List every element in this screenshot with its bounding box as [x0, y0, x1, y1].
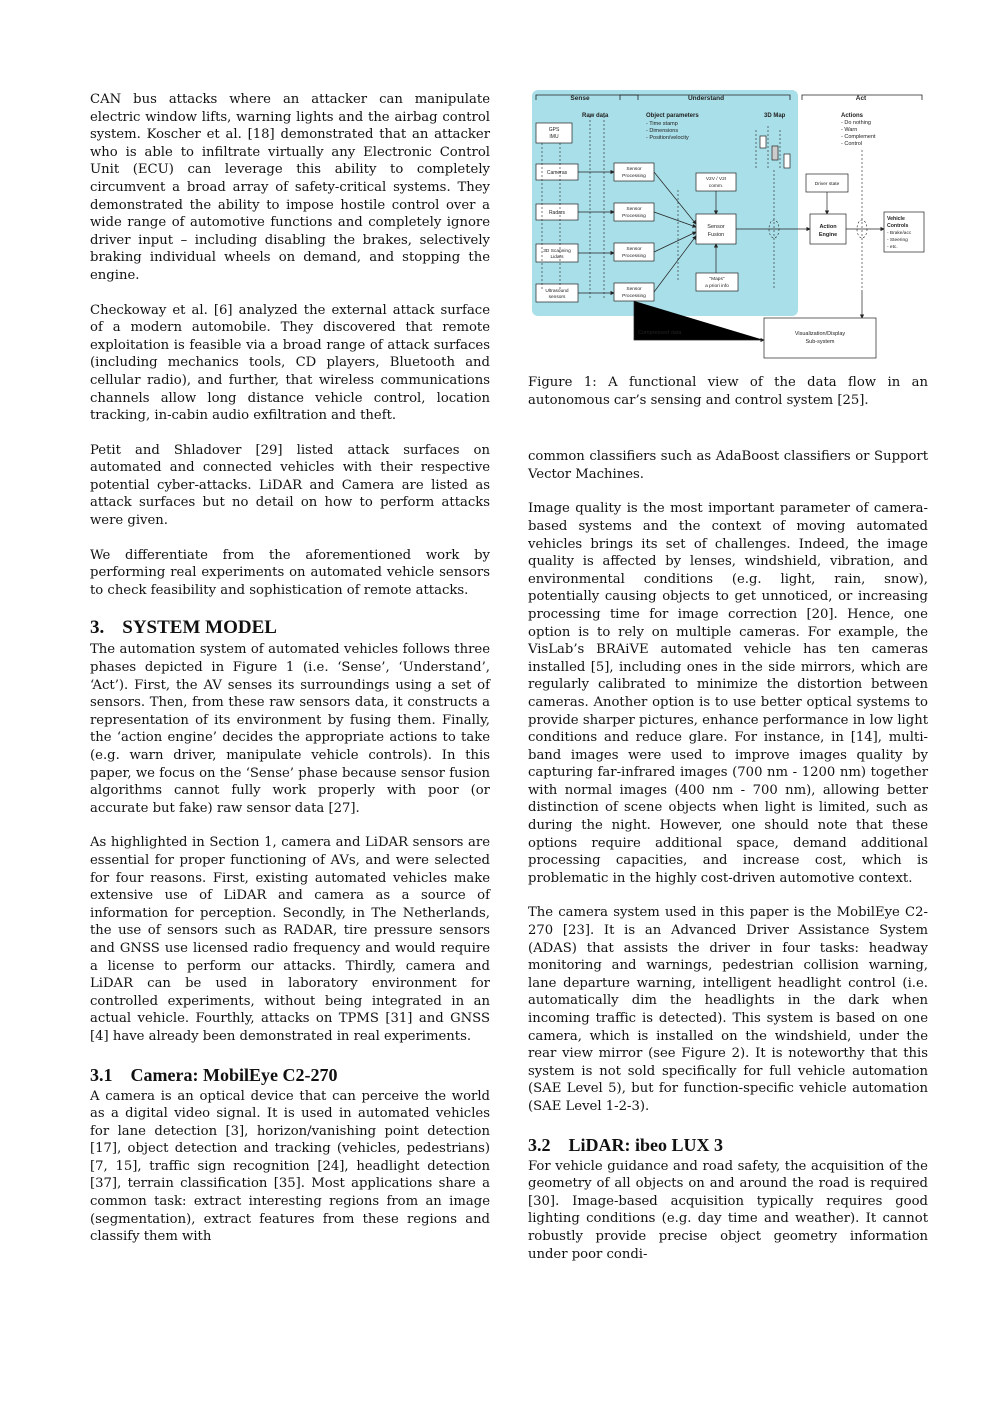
- vehicle-control-item: - Brake/acc: [887, 230, 912, 236]
- subsection-number: 3.2: [528, 1134, 551, 1155]
- figure-caption: Figure 1: A functional view of the data …: [528, 375, 928, 408]
- paragraph: As highlighted in Section 1, camera and …: [90, 835, 490, 1044]
- object-parameter-item: - Position/velocity: [646, 135, 689, 141]
- sense-understand-panel: [532, 90, 798, 316]
- object-parameter-item: - Time stamp: [646, 121, 678, 127]
- subsection-heading-lidar: 3.2 LiDAR: ibeo LUX 3: [528, 1134, 928, 1156]
- lidars-label: 3D Scanning: [543, 248, 571, 254]
- sense-bracket: [535, 94, 639, 100]
- paragraph: Image quality is the most important para…: [528, 501, 928, 886]
- map-glyph: [759, 135, 767, 149]
- arrow: [653, 211, 697, 228]
- vehicle-controls-box: [883, 211, 925, 253]
- paragraph: A camera is an optical device that can p…: [90, 1088, 490, 1245]
- sensor-processing-label: Processing: [622, 213, 646, 219]
- cameras-label: Cameras: [547, 170, 568, 176]
- sensor-fusion-label: Sensor: [707, 224, 725, 230]
- caption-spacer: [528, 409, 928, 448]
- paragraph: Checkoway et al. [6] analyzed the extern…: [90, 302, 490, 424]
- subsection-title: Camera: MobilEye C2-270: [130, 1064, 338, 1085]
- paragraph: We differentiate from the aforementioned…: [90, 547, 490, 598]
- maps-label: a priori info: [705, 283, 729, 289]
- gps-imu-box: [535, 122, 573, 144]
- 3d-map-label: 3D Map: [764, 113, 786, 119]
- paragraph: The automation system of automated vehic…: [90, 642, 490, 816]
- compressed-data-label: Compressed data: [638, 330, 682, 336]
- action-item: - Control: [841, 141, 862, 147]
- lidars-label: Lidars: [550, 254, 564, 260]
- gps-imu-label: GPS: [549, 127, 560, 133]
- vehicle-controls-title: Controls: [887, 223, 908, 229]
- object-parameter-item: - Dimensions: [646, 128, 678, 134]
- sensor-processing-label: Sensor: [626, 246, 642, 252]
- radars-label: Radars: [549, 210, 566, 216]
- subsection-title: LiDAR: ibeo LUX 3: [568, 1134, 724, 1155]
- ultrasound-label: Ultrasound: [545, 288, 569, 294]
- right-column: Sense Understand Act Raw data Object par…: [528, 90, 928, 1280]
- raw-data-label: Raw data: [582, 113, 609, 119]
- actions-title: Actions: [841, 113, 864, 119]
- ultrasound-label: sensors: [549, 294, 566, 300]
- phase-understand-label: Understand: [688, 95, 724, 102]
- arrow: [653, 231, 697, 253]
- visualization-box: [763, 317, 877, 359]
- sensor-processing-label: Processing: [622, 293, 646, 299]
- paragraph: CAN bus attacks where an attacker can ma…: [90, 92, 490, 283]
- visualization-label: Sub-system: [805, 339, 834, 345]
- figure-1-diagram: Sense Understand Act Raw data Object par…: [528, 90, 928, 360]
- arrow: [653, 235, 697, 293]
- phase-act-label: Act: [856, 95, 867, 102]
- section-number: 3.: [90, 617, 105, 639]
- left-column: CAN bus attacks where an attacker can ma…: [90, 91, 490, 1263]
- v2v-label: V2V / V2I: [706, 176, 726, 182]
- paragraph: For vehicle guidance and road safety, th…: [528, 1158, 928, 1262]
- vehicle-control-item: - etc.: [887, 244, 898, 250]
- vehicle-controls-title: Vehicle: [887, 216, 905, 222]
- visualization-label: Visualization/Display: [795, 331, 846, 337]
- gps-imu-label: IMU: [549, 134, 559, 140]
- sensor-processing-label: Sensor: [626, 166, 642, 172]
- action-item: - Warn: [841, 127, 857, 133]
- section-title: SYSTEM MODEL: [122, 617, 277, 639]
- vehicle-control-item: - Steering: [887, 237, 908, 243]
- map-glyph: [783, 153, 791, 169]
- action-item: - Do nothing: [841, 120, 871, 126]
- subsection-heading-camera: 3.1 Camera: MobilEye C2-270: [90, 1064, 490, 1086]
- paragraph: Petit and Shladover [29] listed attack s…: [90, 442, 490, 529]
- object-parameters-title: Object parameters: [646, 113, 699, 119]
- maps-box: [695, 272, 739, 292]
- sensor-processing-label: Sensor: [626, 206, 642, 212]
- arrow: [633, 301, 765, 343]
- v2v-label: comm.: [709, 184, 723, 189]
- data-flow-diagram: Sense Understand Act Raw data Object par…: [532, 90, 925, 359]
- action-engine-label: Engine: [819, 232, 837, 238]
- driver-state-label: Driver state: [815, 181, 840, 187]
- action-engine-label: Action: [819, 224, 837, 230]
- sensor-fusion-label: Fusion: [708, 232, 725, 238]
- action-item: - Complement: [841, 134, 876, 140]
- paragraph: common classifiers such as AdaBoost clas…: [528, 449, 928, 482]
- sensor-processing-label: Processing: [622, 253, 646, 259]
- understand-bracket: [619, 94, 791, 100]
- sensor-processing-label: Sensor: [626, 286, 642, 292]
- map-glyph: [771, 145, 779, 161]
- subsection-number: 3.1: [90, 1064, 113, 1085]
- paragraph: The camera system used in this paper is …: [528, 905, 928, 1114]
- phase-sense-label: Sense: [570, 95, 590, 102]
- sensor-processing-label: Processing: [622, 173, 646, 179]
- act-bracket: [801, 94, 923, 100]
- maps-label: "Maps": [709, 276, 724, 282]
- section-heading-system-model: 3. SYSTEM MODEL: [90, 617, 490, 639]
- arrow: [653, 171, 697, 225]
